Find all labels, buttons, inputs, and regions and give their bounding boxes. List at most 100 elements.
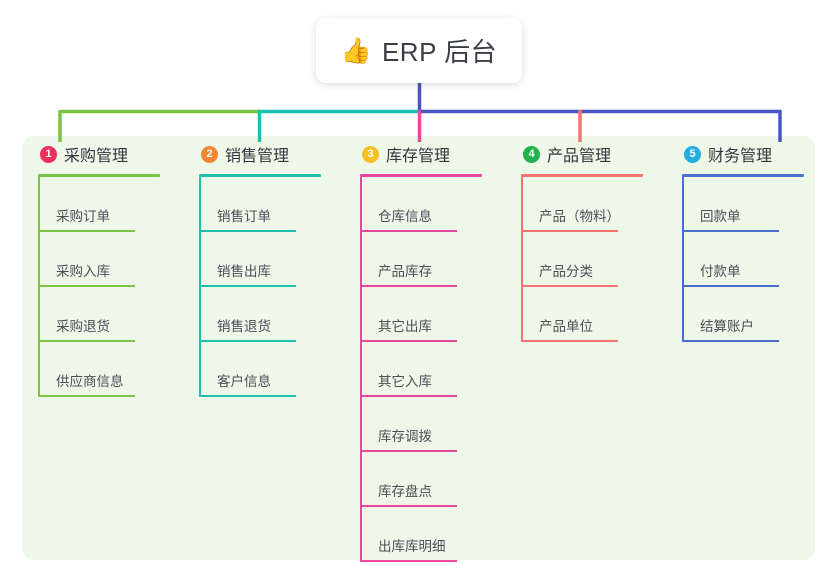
leaf-label: 销售出库	[217, 264, 271, 279]
branch-underline-2	[199, 174, 321, 177]
leaf-item[interactable]: 仓库信息	[360, 177, 520, 232]
leaf-underline	[360, 340, 457, 342]
leaf-label: 其它入库	[378, 374, 432, 389]
leaf-list-1: 采购订单采购入库采购退货供应商信息	[38, 177, 198, 397]
leaf-item[interactable]: 结算账户	[682, 287, 839, 342]
page-title: ERP 后台	[381, 37, 498, 67]
leaf-item[interactable]: 产品库存	[360, 232, 520, 287]
leaf-underline	[682, 340, 779, 342]
branch-header-3[interactable]: 3 库存管理	[360, 136, 520, 172]
leaf-label: 结算账户	[700, 319, 754, 334]
leaf-underline	[38, 340, 135, 342]
leaf-label: 供应商信息	[56, 374, 124, 389]
leaf-trunk-3	[360, 177, 362, 562]
leaf-item[interactable]: 产品分类	[521, 232, 681, 287]
leaf-list-3: 仓库信息产品库存其它出库其它入库库存调拨库存盘点出库库明细	[360, 177, 520, 562]
leaf-item[interactable]: 客户信息	[199, 342, 359, 397]
leaf-list-2: 销售订单销售出库销售退货客户信息	[199, 177, 359, 397]
leaf-item[interactable]: 销售出库	[199, 232, 359, 287]
leaf-underline	[199, 340, 296, 342]
leaf-label: 销售退货	[217, 319, 271, 334]
thumbs-up-icon: 👍	[340, 36, 372, 65]
leaf-underline	[360, 560, 457, 562]
leaf-item[interactable]: 产品单位	[521, 287, 681, 342]
leaf-label: 产品分类	[539, 264, 593, 279]
leaf-label: 回款单	[700, 209, 741, 224]
leaf-label: 客户信息	[217, 374, 271, 389]
leaf-label: 产品（物料）	[539, 209, 620, 224]
leaf-trunk-1	[38, 177, 40, 397]
leaf-item[interactable]: 付款单	[682, 232, 839, 287]
branch-column-3: 3 库存管理仓库信息产品库存其它出库其它入库库存调拨库存盘点出库库明细	[360, 136, 520, 562]
leaf-label: 采购订单	[56, 209, 110, 224]
leaf-item[interactable]: 库存盘点	[360, 452, 520, 507]
leaf-underline	[360, 450, 457, 452]
leaf-item[interactable]: 销售退货	[199, 287, 359, 342]
branch-badge-5: 5	[684, 145, 701, 163]
branch-header-4[interactable]: 4 产品管理	[521, 136, 681, 172]
leaf-item[interactable]: 采购订单	[38, 177, 198, 232]
leaf-underline	[682, 285, 779, 287]
branch-title-3: 库存管理	[386, 148, 451, 165]
leaf-underline	[38, 230, 135, 232]
leaf-trunk-5	[682, 177, 684, 342]
leaf-item[interactable]: 其它出库	[360, 287, 520, 342]
leaf-underline	[38, 285, 135, 287]
leaf-item[interactable]: 其它入库	[360, 342, 520, 397]
branch-underline-5	[682, 174, 804, 177]
branch-column-1: 1 采购管理采购订单采购入库采购退货供应商信息	[38, 136, 198, 397]
branch-badge-3: 3	[362, 145, 379, 163]
leaf-underline	[360, 230, 457, 232]
leaf-underline	[360, 285, 457, 287]
leaf-label: 产品库存	[378, 264, 432, 279]
leaf-item[interactable]: 采购入库	[38, 232, 198, 287]
leaf-item[interactable]: 销售订单	[199, 177, 359, 232]
branch-title-4: 产品管理	[547, 148, 612, 165]
leaf-underline	[199, 285, 296, 287]
branch-column-4: 4 产品管理产品（物料） 产品分类产品单位	[521, 136, 681, 342]
branch-badge-1: 1	[40, 145, 57, 163]
leaf-list-4: 产品（物料） 产品分类产品单位	[521, 177, 681, 342]
leaf-item[interactable]: 产品（物料）	[521, 177, 681, 232]
leaf-underline	[360, 505, 457, 507]
leaf-label: 其它出库	[378, 319, 432, 334]
leaf-label: 产品单位	[539, 319, 593, 334]
leaf-item[interactable]: 采购退货	[38, 287, 198, 342]
root-node[interactable]: 👍 ERP 后台	[316, 18, 522, 83]
branch-title-1: 采购管理	[64, 148, 129, 165]
leaf-item[interactable]: 供应商信息	[38, 342, 198, 397]
leaf-trunk-2	[199, 177, 201, 397]
leaf-underline	[199, 230, 296, 232]
leaf-label: 库存盘点	[378, 484, 432, 499]
leaf-label: 库存调拨	[378, 429, 432, 444]
branch-underline-3	[360, 174, 482, 177]
leaf-label: 仓库信息	[378, 209, 432, 224]
leaf-underline	[38, 395, 135, 397]
leaf-list-5: 回款单付款单结算账户	[682, 177, 839, 342]
leaf-underline	[521, 340, 618, 342]
leaf-item[interactable]: 库存调拨	[360, 397, 520, 452]
leaf-label: 采购入库	[56, 264, 110, 279]
branch-header-1[interactable]: 1 采购管理	[38, 136, 198, 172]
leaf-underline	[521, 230, 618, 232]
leaf-underline	[199, 395, 296, 397]
branch-badge-4: 4	[523, 145, 540, 163]
leaf-label: 付款单	[700, 264, 741, 279]
leaf-underline	[682, 230, 779, 232]
branch-underline-4	[521, 174, 643, 177]
leaf-trunk-4	[521, 177, 523, 342]
branch-badge-2: 2	[201, 145, 218, 163]
leaf-label: 销售订单	[217, 209, 271, 224]
leaf-item[interactable]: 回款单	[682, 177, 839, 232]
leaf-underline	[521, 285, 618, 287]
branch-underline-1	[38, 174, 160, 177]
leaf-underline	[360, 395, 457, 397]
leaf-item[interactable]: 出库库明细	[360, 507, 520, 562]
leaf-label: 采购退货	[56, 319, 110, 334]
leaf-label: 出库库明细	[378, 539, 446, 554]
